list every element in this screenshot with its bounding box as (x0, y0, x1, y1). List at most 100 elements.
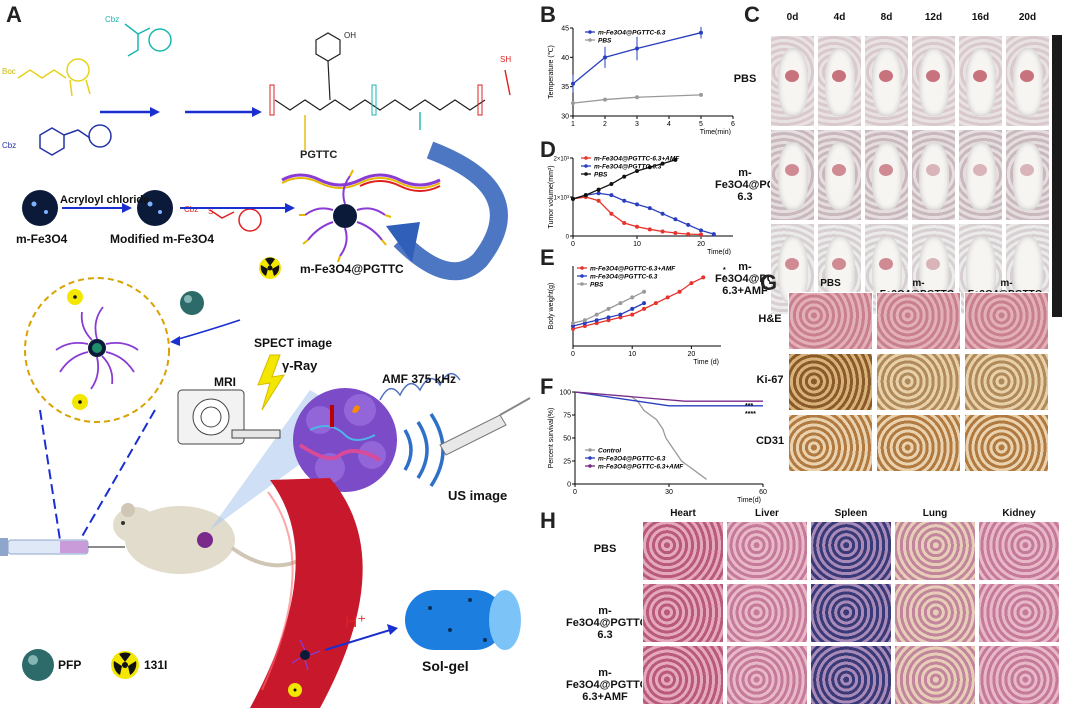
image-cell (978, 521, 1060, 581)
tumor-spot (785, 70, 799, 82)
data-point (642, 289, 647, 294)
x-tick-label: 0 (571, 351, 575, 358)
zoom-inset (24, 277, 170, 423)
data-point (699, 232, 703, 237)
image-cell (642, 521, 724, 581)
data-point (635, 95, 639, 100)
column-header: 16d (971, 12, 990, 23)
legend-label: m-Fe3O4@PGTTC-6.3 (594, 164, 662, 171)
legend-marker (588, 448, 592, 452)
data-point (582, 321, 587, 326)
tumor-spot (879, 70, 893, 82)
legend-marker (580, 282, 584, 286)
series-line (574, 391, 707, 480)
acryloyl-label: Acryloyl chloride (60, 194, 150, 206)
us-label: US image (448, 488, 508, 503)
data-point (622, 198, 627, 203)
x-tick-label: 30 (665, 489, 673, 496)
image-cell (978, 583, 1060, 643)
significance-label: *** (745, 403, 753, 410)
legend-marker (588, 30, 592, 34)
data-point (609, 193, 614, 198)
tumor-spot (785, 164, 799, 176)
image-cell (788, 353, 873, 411)
data-point (622, 174, 627, 179)
conjugate-label: m-Fe3O4@PGTTC (300, 262, 404, 276)
mouse-body (872, 142, 902, 210)
amf-coil-icon (379, 372, 461, 401)
monomer-cbz-tyr (39, 124, 112, 156)
schematic-figure: Boc Cbz Cbz Cbz S OH SH PGTTC (0, 15, 531, 708)
panel-label-g: G (760, 270, 778, 295)
data-point (603, 97, 607, 102)
x-tick-label: 0 (573, 489, 577, 496)
mouse-body (919, 142, 949, 210)
image-cell (876, 353, 961, 411)
data-point (571, 196, 575, 201)
y-axis-label: Body weight(g) (548, 283, 555, 330)
legend-label: m-Fe3O4@PGTTC-6.3+AMF (598, 464, 684, 471)
data-point (609, 182, 614, 186)
tumor-spot (973, 164, 987, 176)
data-point (699, 228, 703, 233)
tumor-spot (879, 258, 893, 270)
mri-machine (177, 389, 281, 445)
legend-marker (580, 274, 584, 278)
image-cell (876, 292, 961, 350)
legend-label: m-Fe3O4@PGTTC-6.3 (590, 274, 658, 281)
image-cell (810, 521, 892, 581)
data-point (603, 55, 607, 60)
panel-label-d: D (540, 137, 556, 162)
lightning-icon (257, 354, 286, 411)
pgttc-structure (269, 32, 511, 150)
modified-label: Modified m-Fe3O4 (110, 232, 215, 246)
row-header: Ki-67 (756, 374, 784, 386)
small-particle (300, 650, 310, 660)
data-point (642, 301, 647, 306)
mfe3o4-particle (22, 190, 58, 226)
y-axis-label: Temperature (℃) (548, 45, 555, 99)
curved-arrow (393, 141, 508, 281)
row-header: PBS (593, 543, 617, 555)
x-tick-label: 6 (731, 121, 735, 128)
tumor-spot (832, 70, 846, 82)
image-cell (726, 583, 808, 643)
x-axis-label: Time(d) (707, 249, 731, 255)
image-cell (964, 414, 1049, 472)
pfp-bubble (180, 291, 204, 315)
mouse-body (825, 48, 855, 116)
data-point (673, 157, 678, 162)
boc-text: Boc (2, 67, 16, 76)
data-point (606, 315, 611, 320)
series-line (572, 276, 704, 330)
row-header: CD31 (755, 435, 785, 447)
mouse-body (778, 48, 808, 116)
data-point (686, 232, 691, 237)
column-header: 12d (924, 12, 943, 23)
data-point (571, 321, 575, 326)
modified-particle (137, 190, 173, 226)
mouse-body (966, 48, 996, 116)
mouse-body (1013, 48, 1043, 116)
y-tick-label: 2×10³ (553, 157, 569, 163)
image-cell (894, 583, 976, 643)
ultrasound-probe (439, 397, 531, 456)
data-point (571, 326, 575, 331)
s-text: S (208, 207, 213, 216)
significance-label: * (723, 267, 726, 274)
data-point (701, 275, 706, 280)
x-tick-label: 20 (688, 351, 696, 358)
legend-label: m-Fe3O4@PGTTC-6.3 (598, 30, 666, 37)
conjugate-particle (299, 169, 392, 263)
data-point (596, 198, 601, 203)
data-point (647, 206, 652, 211)
row-header: H&E (758, 313, 782, 325)
legend-label: m-Fe3O4@PGTTC-6.3 (598, 456, 666, 463)
x-axis-label: Time(d) (737, 497, 761, 504)
y-tick-label: 30 (561, 114, 569, 121)
y-axis-label: Percent survival(%) (548, 408, 555, 469)
data-point (582, 318, 587, 323)
legend-label: m-Fe3O4@PGTTC-6.3+AMF (594, 156, 680, 163)
mouse-illustration (113, 503, 301, 574)
